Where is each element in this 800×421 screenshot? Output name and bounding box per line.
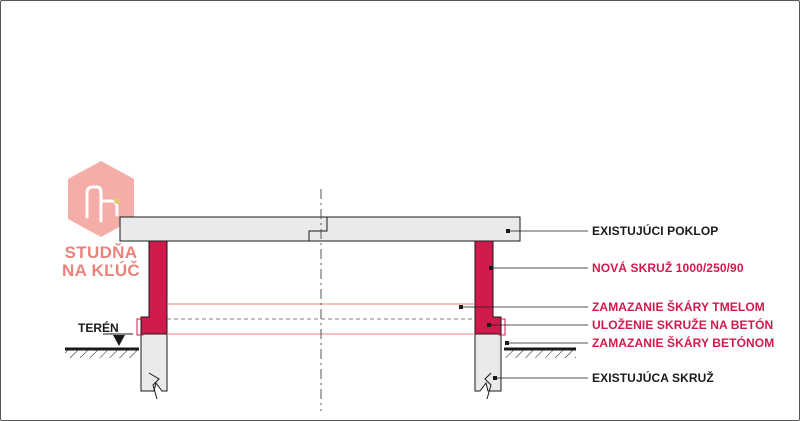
joint-concrete-right <box>498 318 506 336</box>
existing-ring-left <box>140 333 168 400</box>
label-joint-sealant: ZAMAZANIE ŠKÁRY TMELOM <box>592 300 765 314</box>
existing-cover-slab <box>119 216 521 242</box>
ground-right <box>504 347 576 358</box>
terrain-marker-icon <box>103 333 133 346</box>
logo-hexagon-icon <box>68 161 134 237</box>
new-ring-left <box>140 240 168 335</box>
joint-concrete-left <box>136 318 144 336</box>
leader-lines <box>461 230 588 379</box>
leader-dots <box>459 229 510 380</box>
label-existing-ring: EXISTUJÚCA SKRUŽ <box>592 371 714 385</box>
terrain-label: TERÉN <box>78 321 119 335</box>
label-new-ring: NOVÁ SKRUŽ 1000/250/90 <box>592 261 744 275</box>
existing-ring-right <box>474 333 502 400</box>
label-existing-cover: EXISTUJÚCI POKLOP <box>592 224 719 238</box>
ground-left <box>65 347 139 358</box>
new-ring-right <box>474 240 502 335</box>
label-ring-on-concrete: ULOŽENIE SKRUŽE NA BETÓN <box>592 318 774 332</box>
label-joint-concrete: ZAMAZANIE ŠKÁRY BETÓNOM <box>592 336 775 350</box>
logo-wordmark: STUDŇA NA KĽÚČ <box>61 244 141 280</box>
logo-line-1: STUDŇA <box>64 243 138 262</box>
logo-line-2: NA KĽÚČ <box>62 261 140 280</box>
